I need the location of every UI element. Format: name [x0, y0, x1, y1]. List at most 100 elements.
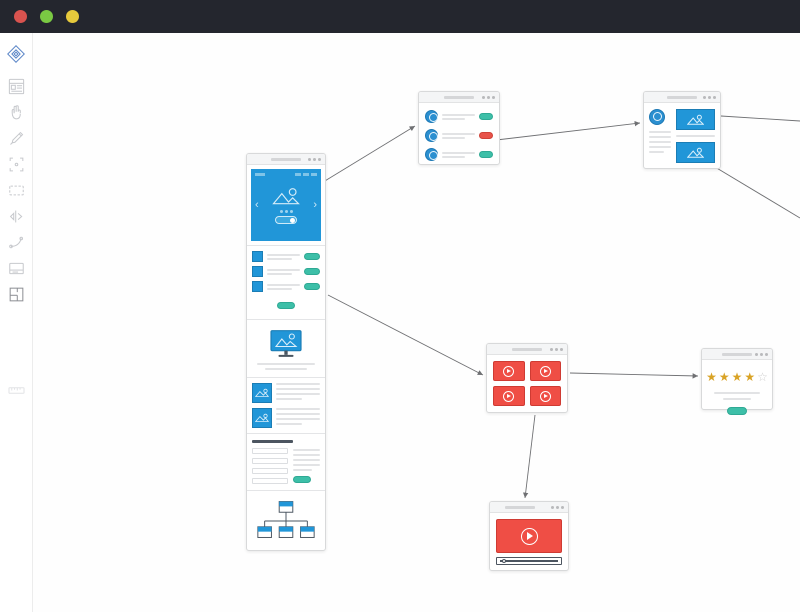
hand-icon[interactable] [3, 99, 29, 125]
section-hero-carousel[interactable]: ‹ › [247, 169, 325, 246]
section-sitemap[interactable] [247, 491, 325, 554]
user-action-button[interactable] [479, 113, 493, 120]
window-dots [755, 352, 768, 356]
ruler-icon[interactable] [3, 377, 29, 403]
wireframe-icon[interactable] [3, 73, 29, 99]
carousel-next-arrow[interactable]: › [313, 198, 317, 211]
hero-logo [255, 173, 265, 176]
item-action-button[interactable] [304, 268, 320, 275]
form-heading [252, 440, 293, 443]
hero-toggle-button[interactable] [275, 215, 297, 224]
video-thumbnail[interactable] [493, 386, 525, 406]
artboard-user-list[interactable] [418, 91, 500, 165]
window-close-button[interactable] [14, 10, 27, 23]
user-action-button[interactable] [479, 151, 493, 158]
grid-layout-icon[interactable] [3, 281, 29, 307]
carousel-prev-arrow[interactable]: ‹ [255, 198, 259, 211]
star-filled[interactable]: ★ [744, 370, 756, 384]
profile-image-block[interactable] [676, 109, 715, 130]
media-row[interactable] [252, 408, 320, 428]
window-titlebar [0, 0, 800, 33]
sidebar-text-line [292, 449, 320, 451]
section-media-pair[interactable] [247, 378, 325, 434]
design-canvas[interactable]: ‹ › [33, 33, 800, 612]
media-thumbnail [252, 383, 272, 403]
artboard-title [667, 95, 697, 99]
video-thumbnail[interactable] [529, 361, 561, 381]
video-progress-bar[interactable] [496, 557, 562, 565]
form-input-field[interactable] [252, 468, 288, 474]
sidebar-text-line [292, 459, 320, 461]
video-thumbnail[interactable] [493, 361, 525, 381]
user-action-button-selected[interactable] [479, 132, 493, 139]
user-text [442, 151, 475, 158]
thumbnail [252, 281, 263, 292]
profile-text-line [649, 151, 665, 153]
list-item[interactable] [252, 281, 320, 292]
artboard-video-player[interactable] [489, 501, 569, 571]
frame-icon[interactable] [3, 255, 29, 281]
rating-submit-button[interactable] [727, 407, 747, 415]
carousel-dots[interactable] [279, 209, 293, 213]
play-icon[interactable] [520, 527, 538, 545]
item-action-button[interactable] [304, 253, 320, 260]
window-zoom-button[interactable] [66, 10, 79, 23]
crop-icon[interactable] [3, 151, 29, 177]
form-input-field[interactable] [252, 458, 288, 464]
profile-text-line [649, 146, 671, 148]
video-player-stage[interactable] [496, 519, 562, 553]
artboard-title [271, 157, 301, 161]
star-rating[interactable]: ★ ★ ★ ★ ☆ [702, 371, 772, 383]
user-row[interactable] [425, 129, 493, 142]
form-submit-button[interactable] [292, 476, 311, 483]
pen-icon[interactable] [3, 125, 29, 151]
form-input-field[interactable] [252, 448, 288, 454]
media-row[interactable] [252, 383, 320, 403]
hero-menu[interactable] [295, 173, 317, 176]
video-thumbnail[interactable] [529, 386, 561, 406]
section-cta-button[interactable] [277, 302, 295, 309]
profile-image-block[interactable] [676, 142, 715, 163]
star-filled[interactable]: ★ [731, 370, 743, 384]
artboard-title [504, 505, 535, 509]
section-feature-list[interactable] [247, 246, 325, 320]
curve-icon[interactable] [3, 229, 29, 255]
star-empty[interactable]: ☆ [757, 370, 768, 384]
artboard-rating[interactable]: ★ ★ ★ ★ ☆ [701, 348, 773, 415]
section-device-showcase[interactable] [247, 320, 325, 378]
play-icon [503, 390, 515, 402]
window-minimize-button[interactable] [40, 10, 53, 23]
star-filled[interactable]: ★ [706, 370, 717, 384]
form-input-field[interactable] [252, 478, 288, 484]
progress-track [500, 560, 558, 562]
connector-videogrid-to-rating [569, 372, 699, 379]
artboard-title [512, 347, 542, 351]
caption-line [265, 368, 307, 370]
list-item[interactable] [252, 266, 320, 277]
flip-horizontal-icon[interactable] [3, 203, 29, 229]
user-row[interactable] [425, 148, 493, 161]
artboard-profile-detail[interactable] [643, 91, 721, 169]
item-action-button[interactable] [304, 283, 320, 290]
artboard-titlebar [487, 344, 567, 355]
rectangle-icon[interactable] [3, 177, 29, 203]
caption-line [257, 363, 315, 365]
avatar [425, 148, 438, 161]
section-contact-form[interactable] [247, 434, 325, 491]
layers-logo-icon[interactable] [3, 41, 29, 67]
artboard-titlebar [702, 349, 772, 360]
artboard-main-landing-page[interactable]: ‹ › [246, 153, 326, 551]
progress-handle[interactable] [502, 559, 506, 563]
artboard-video-gallery[interactable] [486, 343, 568, 413]
avatar [425, 129, 438, 142]
artboard-title [722, 352, 752, 356]
user-row[interactable] [425, 110, 493, 123]
star-filled[interactable]: ★ [718, 370, 730, 384]
hero-banner: ‹ › [251, 169, 321, 241]
artboard-titlebar [419, 92, 499, 103]
play-icon [503, 365, 515, 377]
list-item[interactable] [252, 251, 320, 262]
desktop-monitor-icon [270, 330, 302, 357]
window-dots [482, 95, 495, 99]
avatar [425, 110, 438, 123]
